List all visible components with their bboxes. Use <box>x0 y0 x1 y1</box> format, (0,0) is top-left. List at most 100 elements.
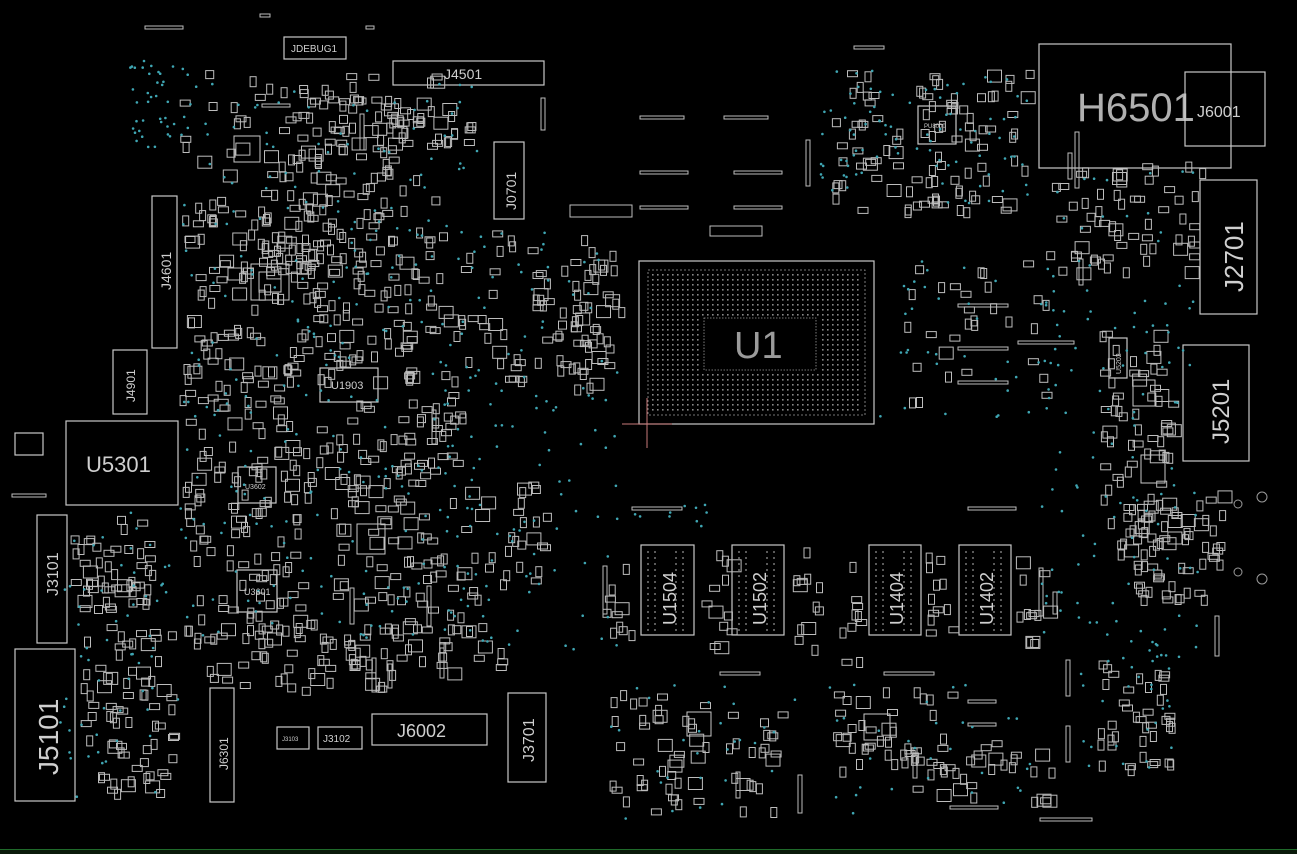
u1-ball <box>662 349 664 351</box>
via <box>873 105 876 109</box>
passive-part <box>966 112 974 124</box>
via <box>959 128 962 131</box>
u1-ball <box>777 274 779 276</box>
u1-ball <box>852 364 854 366</box>
u1-ball <box>732 294 734 296</box>
passive-part <box>297 134 309 142</box>
passive-part <box>1145 721 1157 729</box>
passive-part <box>264 496 272 508</box>
passive-part <box>229 441 237 453</box>
via <box>606 615 610 619</box>
via <box>878 119 881 122</box>
passive-part <box>1153 575 1165 583</box>
u1-ball <box>782 389 784 391</box>
passive-part <box>402 621 418 635</box>
memory-ball <box>647 599 649 601</box>
memory-ball <box>965 569 967 571</box>
u1-ball <box>677 409 679 411</box>
via <box>542 242 545 246</box>
passive-part <box>1033 295 1043 305</box>
passive-part <box>964 122 974 132</box>
passive-part <box>278 268 290 276</box>
u1-ball <box>792 279 794 281</box>
memory-ball <box>745 551 747 553</box>
passive-part <box>1141 515 1153 523</box>
passive-part <box>906 186 913 198</box>
passive-part <box>856 162 867 170</box>
via <box>255 337 258 340</box>
u1-ball <box>672 369 674 371</box>
via <box>906 287 910 291</box>
passive-part <box>847 724 857 733</box>
passive-part <box>254 553 262 565</box>
u1-ball <box>802 299 804 301</box>
via <box>470 478 474 482</box>
u1-ball <box>677 324 679 326</box>
u1-ball <box>852 309 854 311</box>
passive-part <box>936 789 952 802</box>
passive-part <box>439 232 448 242</box>
via <box>422 562 426 566</box>
pad-strip <box>957 346 1009 351</box>
memory-ball <box>682 617 684 619</box>
u1-ball <box>762 274 764 276</box>
passive-part <box>851 120 863 128</box>
u1-ball <box>802 399 804 401</box>
memory-ball <box>910 563 912 565</box>
u1-ball <box>677 344 679 346</box>
passive-part <box>144 541 156 548</box>
memory-ball <box>903 581 905 583</box>
passive-part <box>179 99 191 107</box>
u1-ball <box>742 314 744 316</box>
u1-ball <box>692 364 694 366</box>
via <box>1125 214 1129 218</box>
passive-part <box>110 778 118 790</box>
passive-part <box>226 560 234 572</box>
memory-ball <box>766 617 768 619</box>
u1-ball <box>832 294 834 296</box>
via <box>230 485 233 489</box>
outline-j3101 <box>36 514 68 644</box>
passive-part <box>277 293 285 305</box>
u1-ball <box>737 274 739 276</box>
via <box>338 620 342 624</box>
via <box>1155 655 1159 658</box>
u1-ball <box>762 289 764 291</box>
u1-ball <box>837 279 839 281</box>
via <box>308 330 311 333</box>
memory-ball <box>882 587 884 589</box>
via <box>456 535 459 538</box>
via <box>525 574 528 578</box>
u1-ball <box>802 379 804 381</box>
u1-ball <box>767 404 769 406</box>
label-j4901: J4901 <box>124 369 138 402</box>
passive-part <box>727 711 739 719</box>
passive-part <box>1140 243 1148 255</box>
passive-part <box>1020 91 1036 105</box>
u1-ball <box>767 389 769 391</box>
u1-ball <box>652 294 654 296</box>
passive-part <box>306 619 316 629</box>
passive-part <box>1134 195 1146 203</box>
u1-ball <box>742 374 744 376</box>
memory-ball <box>675 575 677 577</box>
u1-ball <box>822 289 824 291</box>
u1-ball <box>857 349 859 351</box>
u1-ball <box>692 304 694 306</box>
passive-part <box>97 575 105 587</box>
via <box>446 402 450 406</box>
via <box>852 133 856 136</box>
u1-ball <box>707 284 709 286</box>
passive-part <box>349 122 356 134</box>
via <box>345 266 349 269</box>
passive-part <box>207 357 219 365</box>
via <box>359 456 363 459</box>
memory-ball <box>738 551 740 553</box>
passive-part <box>956 205 964 216</box>
via <box>929 757 932 760</box>
via <box>600 359 604 363</box>
passive-part <box>950 175 960 185</box>
passive-part <box>542 336 554 344</box>
passive-part <box>316 457 324 469</box>
